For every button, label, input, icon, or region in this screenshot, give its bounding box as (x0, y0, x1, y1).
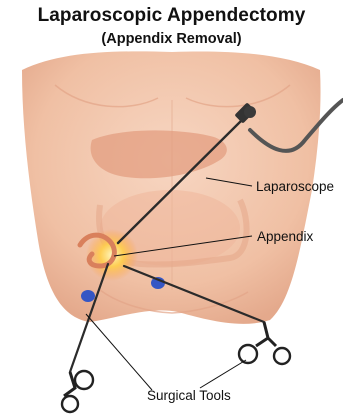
label-laparoscope: Laparoscope (256, 179, 334, 194)
tool-right-handle (256, 322, 276, 346)
page-subtitle: (Appendix Removal) (0, 31, 343, 47)
label-appendix: Appendix (257, 229, 313, 244)
tool-left-handle (64, 372, 75, 396)
tool-right-ring-2 (274, 348, 290, 364)
leader-tools-right (200, 360, 246, 388)
page-title: Laparoscopic Appendectomy (0, 5, 343, 27)
leader-tools-left (86, 314, 152, 390)
tool-left-ring-1 (75, 371, 93, 389)
label-surgical-tools: Surgical Tools (147, 388, 231, 403)
tool-left-ring-2 (62, 396, 78, 412)
laparoscope-camera-head (244, 106, 256, 118)
tool-right-ring-1 (239, 345, 257, 363)
port-left (81, 290, 95, 302)
